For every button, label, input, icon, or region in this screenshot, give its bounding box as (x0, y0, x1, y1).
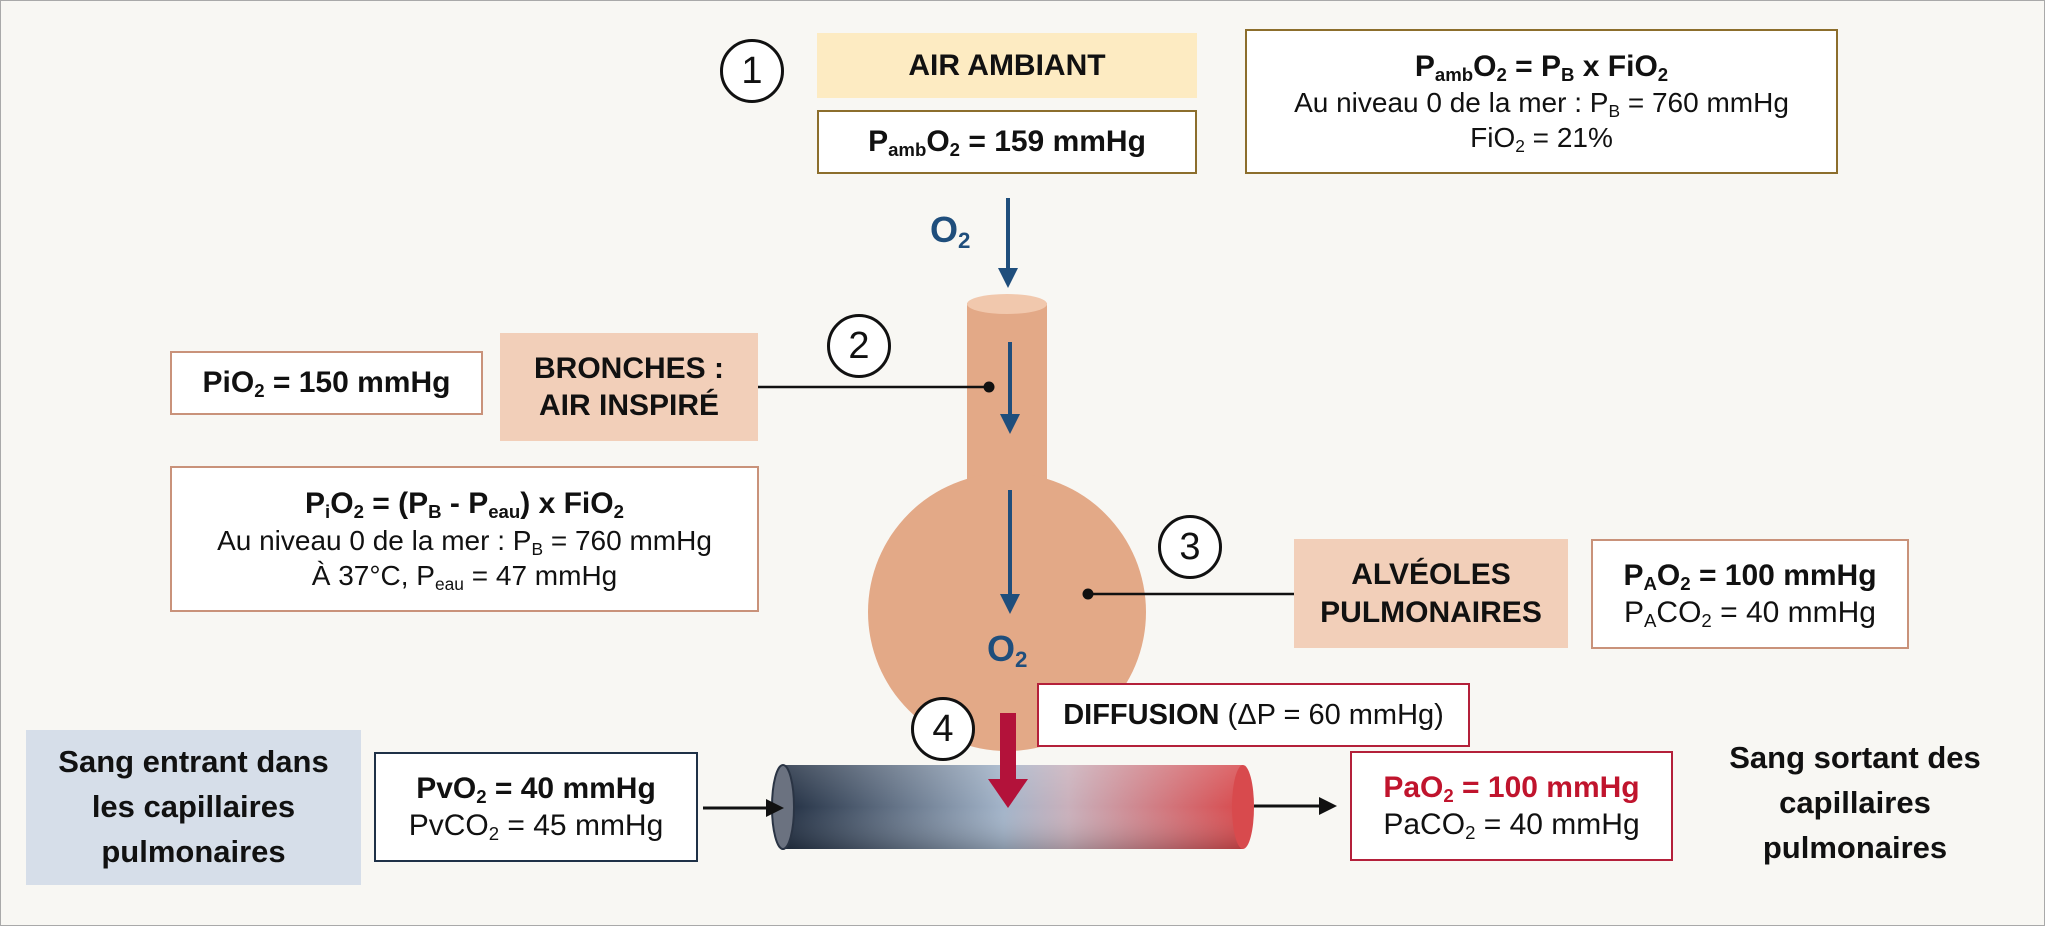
step-4-badge: 4 (911, 697, 975, 761)
o2-label-alveoli: O2 (987, 628, 1028, 673)
formula-ambient-title: PambO2 = PB x FiO2 (1414, 49, 1669, 85)
formula-ambient-box: PambO2 = PB x FiO2 Au niveau 0 de la mer… (1245, 29, 1838, 174)
alveoles-label: ALVÉOLES PULMONAIRES (1294, 539, 1568, 648)
formula-inspired-line3: À 37°C, Peau = 47 mmHg (311, 559, 618, 594)
paco2-alveolar: PACO2 = 40 mmHg (1624, 596, 1876, 632)
step-3-badge: 3 (1158, 515, 1222, 579)
formula-inspired-box: PiO2 = (PB - Peau) x FiO2 Au niveau 0 de… (170, 466, 759, 612)
pio2-value: PiO2 = 150 mmHg (170, 351, 483, 415)
formula-inspired-line2: Au niveau 0 de la mer : PB = 760 mmHg (217, 524, 712, 559)
formula-ambient-line2: Au niveau 0 de la mer : PB = 760 mmHg (1294, 87, 1789, 122)
arterial-pressures: PaO2 = 100 mmHg PaCO2 = 40 mmHg (1350, 751, 1673, 861)
venous-pressures: PvO2 = 40 mmHg PvCO2 = 45 mmHg (374, 752, 698, 862)
diffusion-label: DIFFUSION (ΔP = 60 mmHg) (1037, 683, 1470, 747)
pvo2-value: PvO2 = 40 mmHg (416, 771, 656, 807)
connector-bronchi (758, 381, 995, 393)
connector-alveoli (1082, 588, 1295, 600)
diffusion-arrow (988, 713, 1028, 808)
pamb-o2-value: PambO2 = 159 mmHg (817, 110, 1197, 174)
air-ambiant-label: AIR AMBIANT (817, 33, 1197, 98)
blood-out-label: Sang sortant des capillaires pulmonaires (1729, 740, 1981, 865)
formula-ambient-line3: FiO2 = 21% (1470, 122, 1613, 157)
paco2-arterial: PaCO2 = 40 mmHg (1383, 808, 1640, 844)
formula-inspired-title: PiO2 = (PB - Peau) x FiO2 (305, 487, 624, 523)
alveolar-pressures: PAO2 = 100 mmHg PACO2 = 40 mmHg (1591, 539, 1909, 649)
pvco2-value: PvCO2 = 45 mmHg (408, 809, 664, 845)
o2-label-top: O2 (930, 209, 971, 254)
pao2-arterial: PaO2 = 100 mmHg (1383, 770, 1640, 806)
step-1-badge: 1 (720, 39, 784, 103)
blood-in-label: Sang entrant dans les capillaires pulmon… (26, 730, 361, 885)
step-2-badge: 2 (827, 314, 891, 378)
pao2-alveolar: PAO2 = 100 mmHg (1623, 558, 1877, 594)
bronches-label: BRONCHES : AIR INSPIRÉ (500, 333, 758, 441)
